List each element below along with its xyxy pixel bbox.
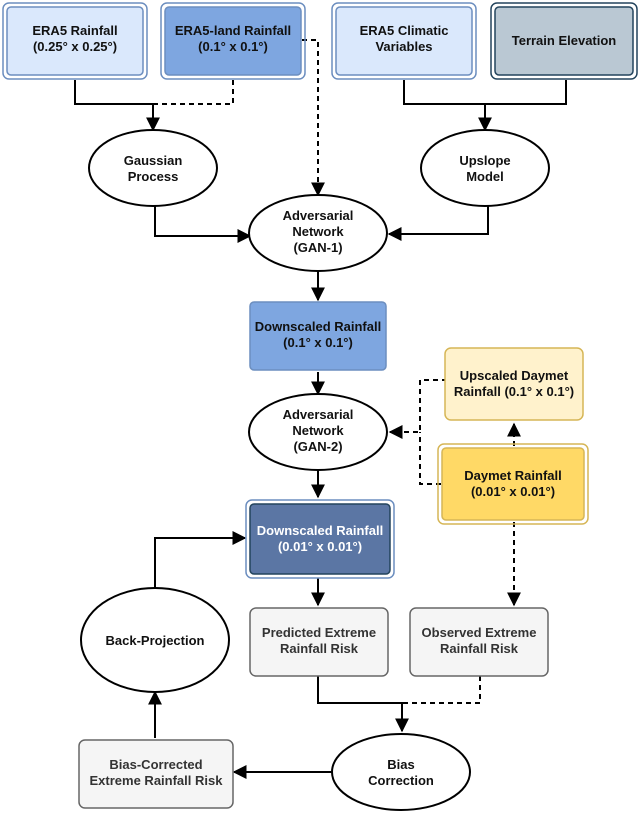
node-terrain-elevation-line1: Terrain Elevation (512, 33, 617, 48)
node-upslope-line2: Model (466, 169, 504, 184)
edge-gaussian-to-gan1 (154, 205, 252, 243)
node-era5-land-rainfall: ERA5-land Rainfall(0.1° x 0.1°) (160, 2, 306, 80)
edge-backprojection-to-downscaled-fine (154, 531, 247, 598)
node-bias-corrected-line2: Extreme Rainfall Risk (90, 773, 224, 788)
edge-era5land-to-gan1 (302, 39, 325, 197)
node-terrain-elevation: Terrain Elevation (490, 2, 638, 80)
node-back-projection: Back-Projection (80, 587, 230, 693)
edge-upslope-to-gan1 (387, 206, 489, 241)
node-era5-land-rainfall-line1: ERA5-land Rainfall (175, 23, 291, 38)
node-upscaled-daymet-line1: Upscaled Daymet (460, 368, 569, 383)
node-gan1-line2: Network (292, 224, 344, 239)
node-gaussian-line1: Gaussian (124, 153, 183, 168)
node-downscaled-fine-line2: (0.01° x 0.01°) (278, 539, 362, 554)
node-predicted-risk-line1: Predicted Extreme (262, 625, 376, 640)
node-observed-risk-line2: Rainfall Risk (440, 641, 519, 656)
node-back-projection-line1: Back-Projection (106, 633, 205, 648)
node-gan2-line2: Network (292, 423, 344, 438)
node-upscaled-daymet-line2: Rainfall (0.1° x 0.1°) (454, 384, 574, 399)
node-era5-climatic-line2: Variables (375, 39, 432, 54)
node-downscaled-coarse-line2: (0.1° x 0.1°) (283, 335, 353, 350)
edge-climatic-to-upslope (403, 80, 567, 105)
svg-text:Daymet Rainfall(0.01° x 0.01°): Daymet Rainfall(0.01° x 0.01°) (464, 468, 562, 499)
node-observed-risk-line1: Observed Extreme (422, 625, 537, 640)
node-bias-corrected-line1: Bias-Corrected (109, 757, 202, 772)
edge-predicted-to-biascorr (317, 676, 409, 733)
node-upslope-line1: Upslope (459, 153, 510, 168)
node-downscaled-coarse-line1: Downscaled Rainfall (255, 319, 381, 334)
node-bias-correction-line2: Correction (368, 773, 434, 788)
node-era5-land-rainfall-line2: (0.1° x 0.1°) (198, 39, 268, 54)
node-gan2-line1: Adversarial (283, 407, 354, 422)
node-downscaled-rainfall-coarse: Downscaled Rainfall(0.1° x 0.1°) (249, 301, 387, 371)
edge-era5-to-gaussian (74, 80, 160, 132)
node-daymet-line2: (0.01° x 0.01°) (471, 484, 555, 499)
node-bias-correction-line1: Bias (387, 757, 414, 772)
node-gaussian-line2: Process (128, 169, 179, 184)
edge-observed-to-biascorr (402, 676, 481, 704)
node-gan2-line3: (GAN-2) (293, 439, 342, 454)
svg-text:ERA5 Rainfall(0.25° x 0.25°): ERA5 Rainfall(0.25° x 0.25°) (32, 23, 117, 54)
node-downscaled-rainfall-fine: Downscaled Rainfall(0.01° x 0.01°) (245, 499, 395, 579)
node-era5-rainfall-line2: (0.25° x 0.25°) (33, 39, 117, 54)
node-downscaled-fine-line1: Downscaled Rainfall (257, 523, 383, 538)
svg-text:Back-Projection: Back-Projection (106, 633, 205, 648)
svg-text:Terrain Elevation: Terrain Elevation (512, 33, 617, 48)
node-gan1-line3: (GAN-1) (293, 240, 342, 255)
node-era5-rainfall: ERA5 Rainfall(0.25° x 0.25°) (2, 2, 148, 80)
node-era5-rainfall-line1: ERA5 Rainfall (32, 23, 117, 38)
svg-text:ERA5-land Rainfall(0.1° x 0.1°: ERA5-land Rainfall(0.1° x 0.1°) (175, 23, 291, 54)
edge-era5land-to-gaussian (153, 80, 234, 105)
node-daymet-line1: Daymet Rainfall (464, 468, 562, 483)
svg-text:Downscaled Rainfall(0.1° x 0.1: Downscaled Rainfall(0.1° x 0.1°) (255, 319, 381, 350)
node-predicted-risk-line2: Rainfall Risk (280, 641, 359, 656)
edges (74, 39, 567, 779)
node-gan1-line1: Adversarial (283, 208, 354, 223)
node-era5-climatic-line1: ERA5 Climatic (360, 23, 449, 38)
node-daymet-rainfall: Daymet Rainfall(0.01° x 0.01°) (437, 443, 589, 525)
svg-text:Downscaled Rainfall(0.01° x 0.: Downscaled Rainfall(0.01° x 0.01°) (257, 523, 383, 554)
edge-daymet-to-gan2-link (419, 432, 441, 485)
edge-upscaled-to-gan2 (388, 379, 447, 439)
